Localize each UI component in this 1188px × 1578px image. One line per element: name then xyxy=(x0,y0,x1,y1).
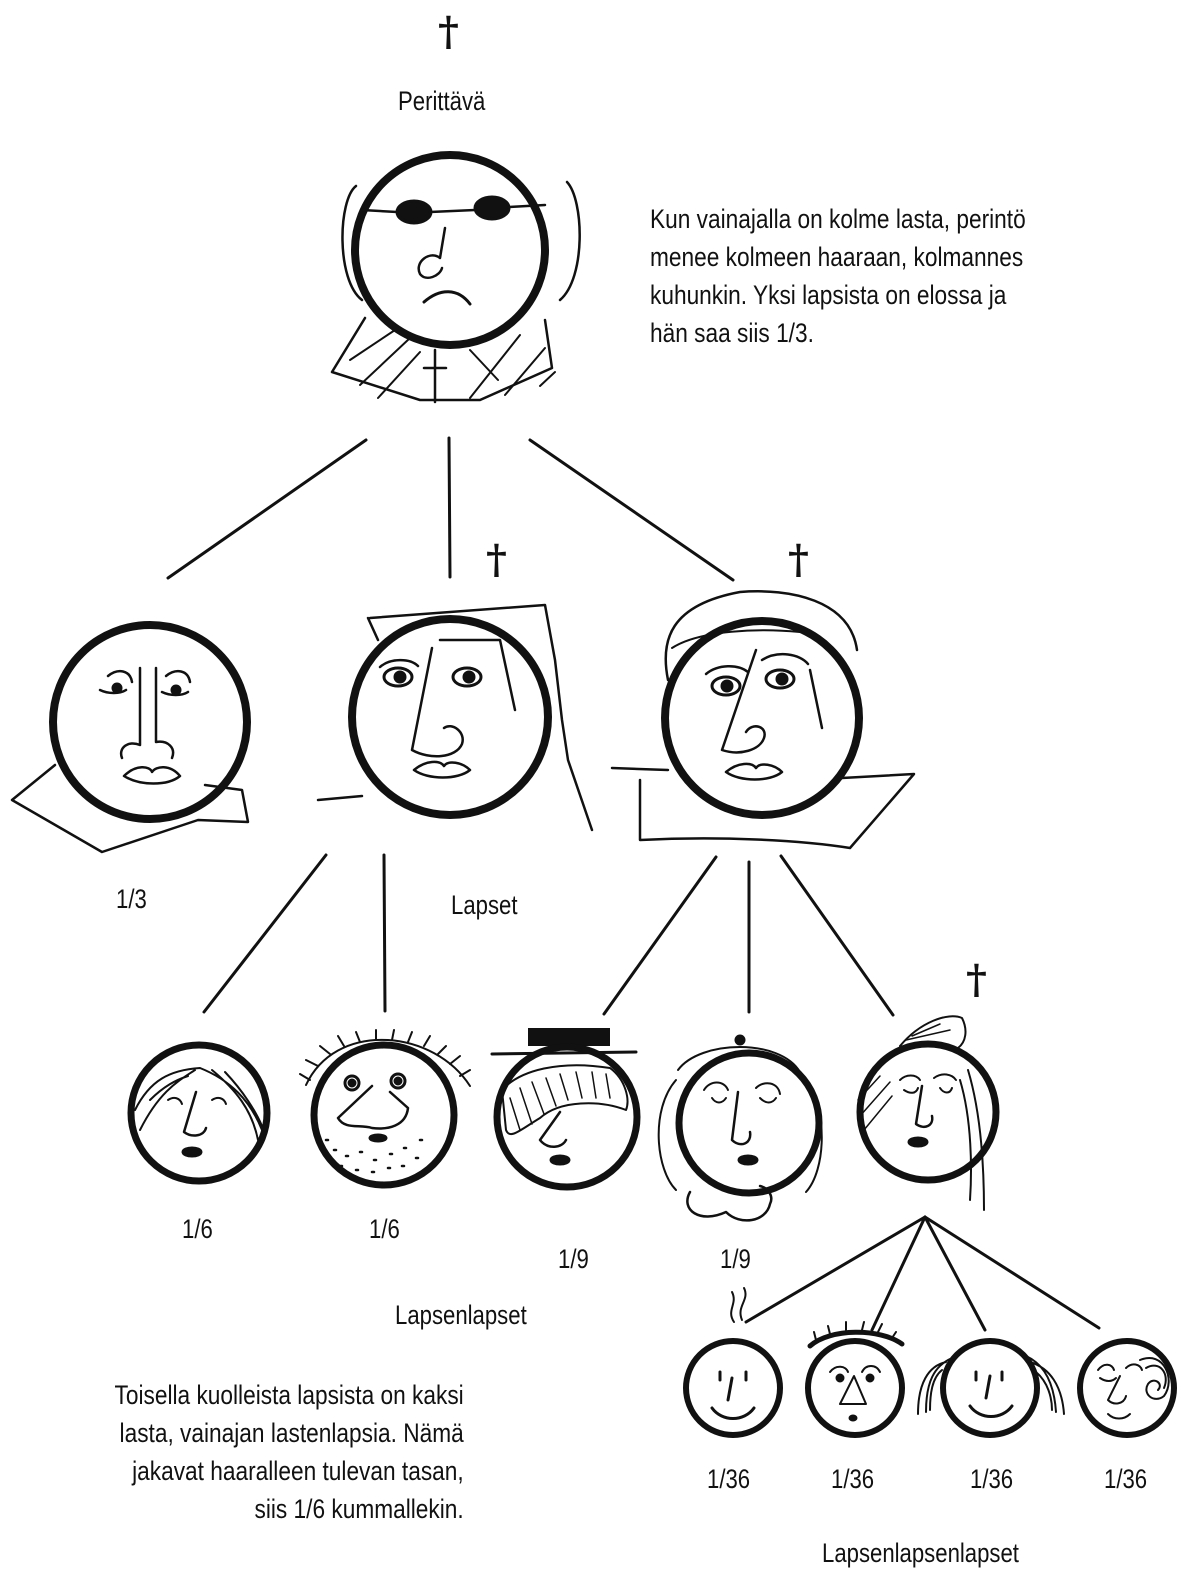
child-3-face xyxy=(610,590,916,850)
grandchildren-label: Lapsenlapset xyxy=(395,1300,527,1330)
explanation-top-line: menee kolmeen haaraan, kolmannes xyxy=(650,242,1024,272)
testator-face xyxy=(330,151,581,404)
explanation-top-line: kuhunkin. Yksi lapsista on elossa ja xyxy=(650,280,1007,310)
share-grandchild-4: 1/9 xyxy=(720,1244,751,1274)
explanation-bottom: Toisella kuolleista lapsista on kaksi la… xyxy=(115,1376,464,1528)
share-grandchild-3: 1/9 xyxy=(558,1244,589,1274)
share-great-grandchild-1: 1/36 xyxy=(707,1464,751,1494)
deceased-cross-icon: † xyxy=(966,956,987,1003)
share-grandchild-1: 1/6 xyxy=(182,1214,213,1244)
great-grandchildren-label: Lapsenlapsenlapset xyxy=(822,1538,1019,1568)
explanation-bottom-line: lasta, vainajan lastenlapsia. Nämä xyxy=(119,1418,464,1448)
deceased-cross-icon: † xyxy=(486,536,507,583)
share-grandchild-2: 1/6 xyxy=(369,1214,400,1244)
children-label: Lapset xyxy=(451,890,518,920)
explanation-top-line: Kun vainajalla on kolme lasta, perintö xyxy=(650,204,1026,234)
grandchild-5-face xyxy=(856,1015,1000,1211)
great-grandchild-4-face xyxy=(1077,1338,1177,1438)
grandchild-3-face xyxy=(490,1028,641,1191)
child-2-face xyxy=(316,603,594,832)
share-great-grandchild-4: 1/36 xyxy=(1104,1464,1148,1494)
great-grandchild-2-face xyxy=(805,1321,905,1438)
deceased-cross-icon: † xyxy=(438,8,459,55)
tree-connectors xyxy=(166,436,1101,1332)
testator-label: Perittävä xyxy=(398,86,486,116)
share-great-grandchild-3: 1/36 xyxy=(970,1464,1014,1494)
share-great-grandchild-2: 1/36 xyxy=(831,1464,875,1494)
explanation-bottom-line: Toisella kuolleista lapsista on kaksi xyxy=(114,1380,464,1410)
grandchild-2-face xyxy=(299,1029,471,1189)
explanation-top-line: hän saa siis 1/3. xyxy=(650,318,814,348)
great-grandchild-3-face xyxy=(917,1338,1065,1438)
explanation-bottom-line: siis 1/6 kummallekin. xyxy=(254,1494,464,1524)
child-1-face xyxy=(10,621,251,854)
explanation-top: Kun vainajalla on kolme lasta, perintö m… xyxy=(650,200,1026,352)
grandchild-4-face xyxy=(657,1034,823,1222)
great-grandchild-1-face xyxy=(683,1287,783,1438)
grandchild-1-face xyxy=(127,1041,271,1185)
deceased-cross-icon: † xyxy=(788,536,809,583)
explanation-bottom-line: jakavat haaralleen tulevan tasan, xyxy=(132,1456,464,1486)
share-child-alive: 1/3 xyxy=(116,884,147,914)
